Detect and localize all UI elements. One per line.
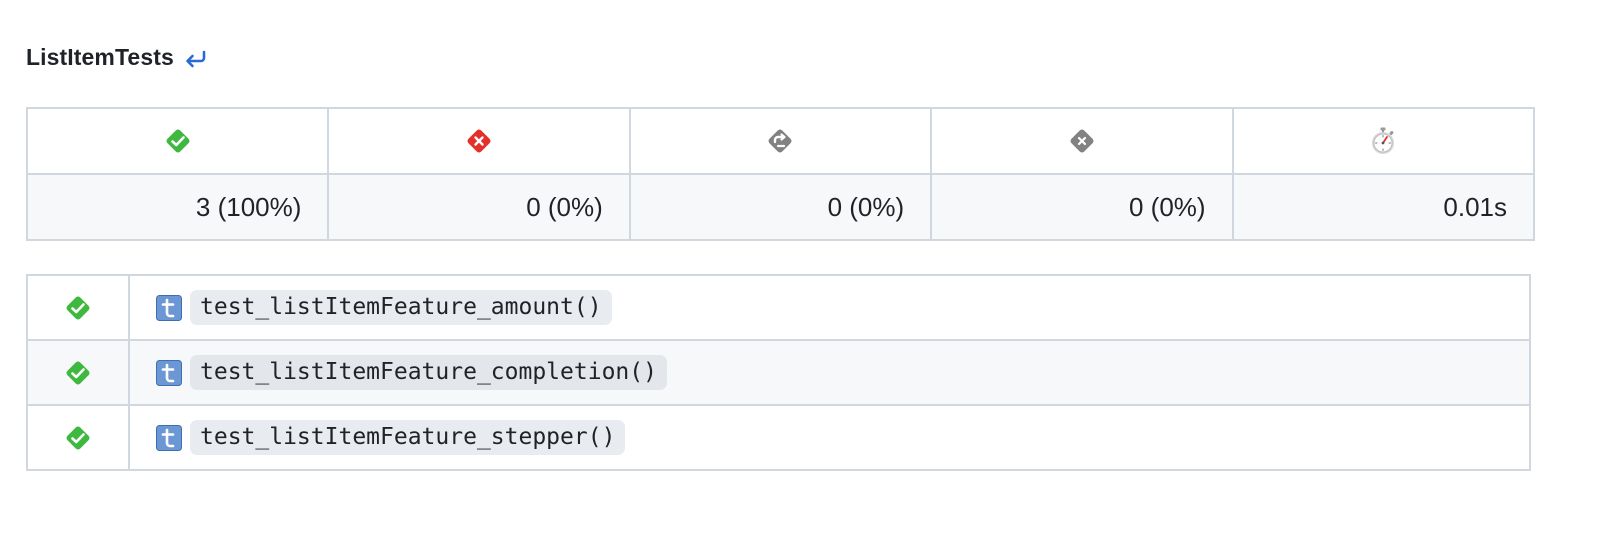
test-name[interactable]: test_listItemFeature_completion() — [190, 355, 667, 390]
summary-value-row: 3 (100%) 0 (0%) 0 (0%) 0 (0%) 0.01s — [25, 173, 1536, 241]
report-heading: ListItemTests — [26, 40, 208, 74]
cancelled-icon — [1067, 126, 1097, 156]
summary-header-duration — [1231, 107, 1536, 175]
passed-icon — [163, 126, 193, 156]
table-row[interactable]: test_listItemFeature_completion() — [26, 339, 1531, 406]
table-row[interactable]: test_listItemFeature_amount() — [26, 274, 1531, 341]
summary-table: 3 (100%) 0 (0%) 0 (0%) 0 (0%) 0.01s — [25, 107, 1536, 241]
test-name-cell: test_listItemFeature_completion() — [128, 339, 1531, 406]
skipped-icon — [765, 126, 795, 156]
tests-table: test_listItemFeature_amount() te — [26, 274, 1531, 471]
test-type-icon — [156, 424, 182, 451]
table-row[interactable]: test_listItemFeature_stepper() — [26, 404, 1531, 471]
summary-header-skipped — [628, 107, 933, 175]
summary-icon-row — [25, 107, 1536, 175]
total-duration: 0.01s — [1231, 173, 1536, 241]
stopwatch-icon — [1368, 126, 1398, 156]
summary-header-passed — [25, 107, 330, 175]
cancelled-count: 0 (0%) — [930, 173, 1234, 241]
failed-icon — [464, 126, 494, 156]
passed-icon — [63, 358, 93, 388]
test-name[interactable]: test_listItemFeature_stepper() — [190, 420, 626, 455]
skipped-count: 0 (0%) — [628, 173, 933, 241]
return-arrow-icon[interactable] — [182, 47, 208, 71]
test-status-cell — [26, 339, 130, 406]
failed-count: 0 (0%) — [327, 173, 631, 241]
page-title: ListItemTests — [26, 43, 174, 70]
summary-header-failed — [327, 107, 631, 175]
passed-icon — [63, 293, 93, 323]
test-name-cell: test_listItemFeature_amount() — [128, 274, 1531, 341]
test-status-cell — [26, 404, 130, 471]
test-name-cell: test_listItemFeature_stepper() — [128, 404, 1531, 471]
test-name[interactable]: test_listItemFeature_amount() — [190, 290, 612, 325]
passed-count: 3 (100%) — [25, 173, 330, 241]
summary-header-cancelled — [930, 107, 1234, 175]
test-status-cell — [26, 274, 130, 341]
test-type-icon — [156, 294, 182, 321]
passed-icon — [63, 423, 93, 453]
test-type-icon — [156, 359, 182, 386]
